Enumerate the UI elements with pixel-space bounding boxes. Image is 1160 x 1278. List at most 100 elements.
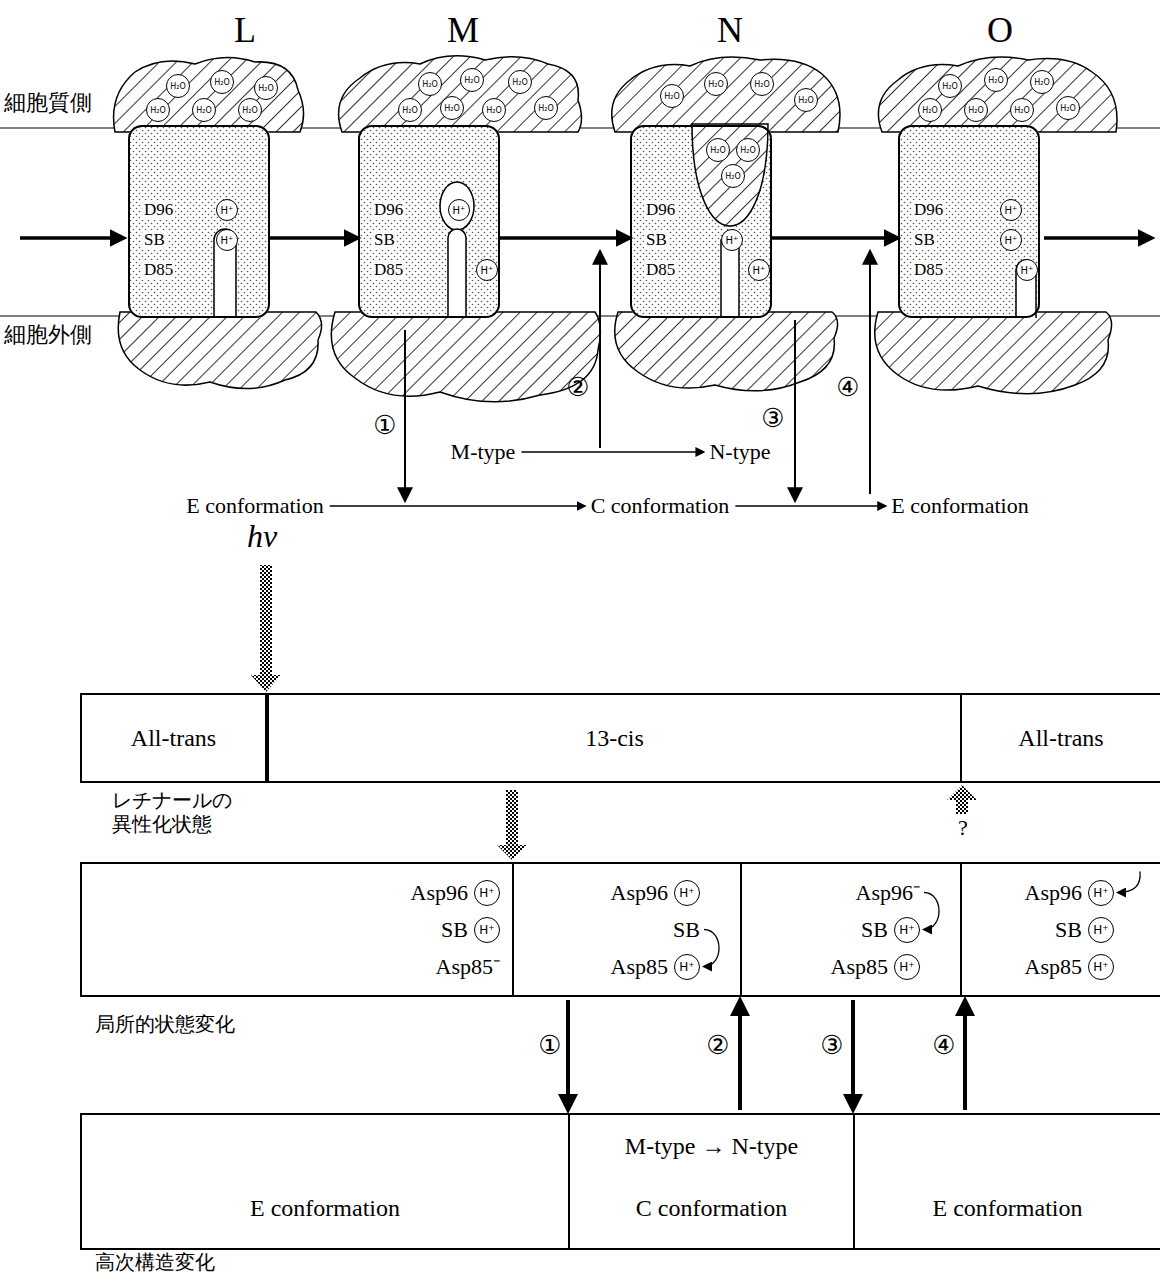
water-molecule: H₂O [984,68,1008,92]
protein-box: D96H⁺SBH⁺D85 [128,125,270,318]
cell-text: All-trans [1018,724,1103,752]
proton-circle: H⁺ [894,954,920,980]
proton-circle: H⁺ [1000,229,1022,251]
residue-label: SB [441,916,468,944]
residue-label: D96 [912,200,945,220]
conformation-cell: E conformation [80,1113,568,1250]
sequence-arrow [330,505,585,507]
water-molecule: H₂O [398,98,422,122]
residue-label: Asp85⁻ [436,953,500,981]
water-molecule: H₂O [706,138,730,162]
transition-arrow [599,252,601,448]
panel-letter: M [447,10,479,50]
proton-circle: H⁺ [1016,259,1038,281]
water-molecule: H₂O [750,72,774,96]
water-molecule: H₂O [736,138,760,162]
side-label: 細胞質側 [4,90,92,116]
conformation-cell: E conformation [853,1113,1160,1250]
flow-arrow [772,236,898,240]
transition-arrow [851,1000,855,1110]
callout-number: ② [706,1031,729,1059]
residue-label: SB [673,916,700,944]
proton-circle: H⁺ [216,199,238,221]
panel-letter: O [987,10,1013,50]
conformation-cell: M-type → N-typeC conformation [568,1113,853,1250]
cytoplasm-blobs [114,56,1117,132]
proton-circle: H⁺ [1088,880,1114,906]
cell-text: E conformation [250,1194,400,1222]
proton-circle: H⁺ [448,199,470,221]
residue-label: D85 [644,260,677,280]
residue-label: Asp96 [611,879,668,907]
callout-number: ① [373,411,396,439]
water-molecule: H₂O [166,74,190,98]
residue-label: SB [1055,916,1082,944]
state-type-label: M-type [451,439,516,465]
residue-label: Asp96 [411,879,468,907]
flow-arrow [270,236,358,240]
cell-text: E conformation [933,1194,1083,1222]
state-row: Asp85H⁺ [742,953,920,981]
transfer-arrow [1118,872,1140,893]
residue-label: SB [142,230,167,250]
water-molecule: H₂O [534,96,558,120]
water-molecule: H₂O [938,74,962,98]
proton-circle: H⁺ [1000,199,1022,221]
side-label: 細胞外側 [4,322,92,348]
residue-label: Asp96 [1025,879,1082,907]
proton-channels [214,182,1036,318]
callout-number: ④ [836,373,859,401]
row-label: レチナールの 異性化状態 [112,788,242,836]
state-row: Asp85⁻ [82,953,500,981]
conformation-label: E conformation [891,493,1028,519]
state-row: SBH⁺ [82,916,500,944]
cell-text: 13-cis [585,724,644,752]
water-molecule: H₂O [704,72,728,96]
sequence-arrow [521,451,703,453]
residue-label: D96 [142,200,175,220]
water-molecule: H₂O [210,70,234,94]
cell-text: M-type → N-type [625,1132,798,1160]
state-row: SBH⁺ [962,916,1114,944]
state-row: Asp96H⁺ [82,879,500,907]
proton-circle: H⁺ [721,229,743,251]
water-molecule: H₂O [918,98,942,122]
callout-number: ③ [761,404,784,432]
residue-label: Asp85 [1025,953,1082,981]
callout-number: ② [566,373,589,401]
water-molecule: H₂O [794,88,818,112]
water-molecule: H₂O [660,84,684,108]
water-molecule: H₂O [418,72,442,96]
retinal-state-cell: 13-cis [265,693,960,783]
state-row: Asp85H⁺ [962,953,1114,981]
dotted-arrows [251,565,977,860]
state-row: Asp85H⁺ [514,953,700,981]
water-molecule: H₂O [1010,98,1034,122]
state-row: SBH⁺ [742,916,920,944]
state-row: SB [514,916,700,944]
water-molecule: H₂O [508,70,532,94]
water-molecule: H₂O [1030,70,1054,94]
question-mark: ? [958,815,968,841]
residue-label: SB [861,916,888,944]
transition-arrow [963,1000,967,1110]
conformation-label: E conformation [186,493,323,519]
local-state-cell: Asp96H⁺ SBH⁺ Asp85⁻ [80,862,512,997]
residue-label: SB [912,230,937,250]
water-molecule: H₂O [192,98,216,122]
water-molecule: H₂O [460,68,484,92]
transfer-arrow [704,930,719,967]
transition-arrow [794,320,796,500]
residue-label: D85 [912,260,945,280]
flow-arrow [1044,236,1152,240]
water-molecule: H₂O [238,98,262,122]
residue-label: Asp85 [611,953,668,981]
local-state-cell: Asp96H⁺ SBH⁺ Asp85H⁺ [960,862,1160,997]
state-row: Asp96⁻ [742,879,920,907]
residue-label: D96 [644,200,677,220]
transfer-arrow [924,893,939,930]
water-molecule: H₂O [440,96,464,120]
transition-arrow [404,330,406,500]
proton-circle: H⁺ [674,954,700,980]
